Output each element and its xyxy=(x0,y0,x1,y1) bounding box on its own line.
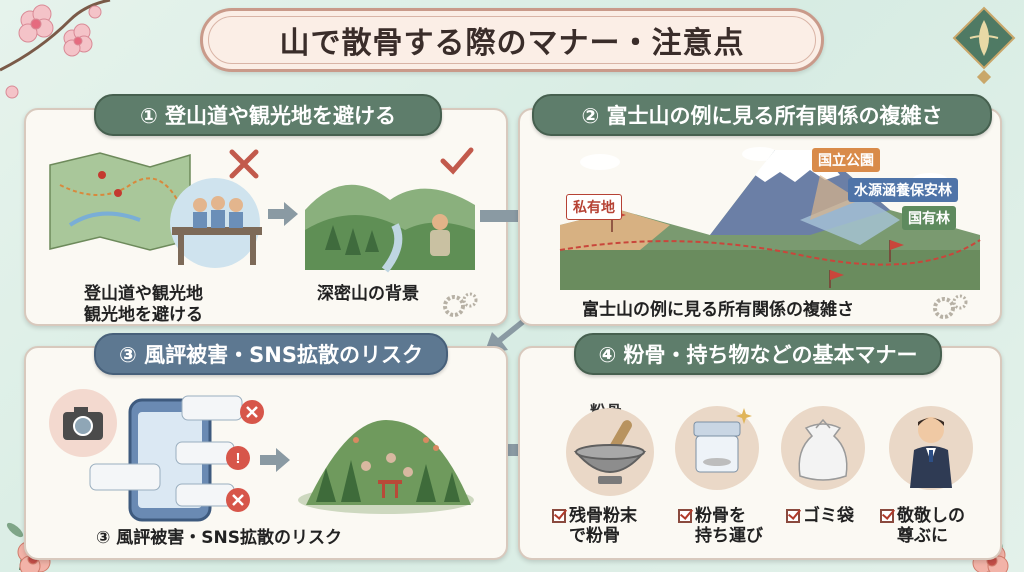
panel3-caption: ③ 風評被害・SNS拡散のリスク xyxy=(96,528,343,548)
checkbox-icon xyxy=(880,509,894,523)
svg-text:!: ! xyxy=(236,450,241,467)
checkbox-icon xyxy=(678,509,692,523)
camera-icon xyxy=(49,389,117,457)
panel1-caption-left: 登山道や観光地 観光地を避ける xyxy=(84,284,203,325)
panel2-header: ② 富士山の例に見る所有関係の複雑さ xyxy=(532,94,992,136)
cherry-blossom-decoration xyxy=(0,0,111,99)
tag-private-land: 私有地 xyxy=(566,194,622,220)
panel4-header: ④ 粉骨・持ち物などの基本マナー xyxy=(574,333,942,375)
trash-bag-icon xyxy=(781,406,865,490)
checkbox-icon xyxy=(786,509,800,523)
smartphone-sns-illustration: ! xyxy=(89,395,264,522)
gear-icon xyxy=(443,292,478,317)
logo-emblem-icon xyxy=(952,6,1016,85)
page-title: 山で散骨する際のマナー・注意点 xyxy=(279,26,745,61)
crowded-mountain-illustration xyxy=(298,420,474,514)
arrow-right-icon-2 xyxy=(260,448,290,472)
tag-water-forest: 水源涵養保安林 xyxy=(848,178,958,202)
bowing-person-icon xyxy=(889,406,973,490)
cross-mark-icon xyxy=(229,149,259,179)
panel2-caption: 富士山の例に見る所有関係の複雑さ xyxy=(582,300,854,320)
manner-item-1: 残骨粉末 で粉骨 xyxy=(552,506,637,546)
manner-item-3: ゴミ袋 xyxy=(786,506,854,526)
gear-icon-right xyxy=(933,294,968,319)
forest-hiker-illustration xyxy=(305,184,475,273)
manner-item-4: 敬敬しの 尊ぶに xyxy=(880,506,965,546)
arrow-right-icon xyxy=(268,202,298,226)
panel3-header: ③ 風評被害・SNS拡散のリスク xyxy=(94,333,448,375)
urn-container-icon xyxy=(675,406,759,490)
tag-national-park: 国立公園 xyxy=(812,148,880,172)
title-banner: 山で散骨する際のマナー・注意点 xyxy=(200,8,824,72)
mortar-pestle-icon xyxy=(566,408,654,496)
check-mark-icon xyxy=(440,147,474,175)
tag-national-forest: 国有林 xyxy=(902,206,956,230)
panel1-caption-right: 深密山の背景 xyxy=(317,284,419,304)
checkbox-icon xyxy=(552,509,566,523)
map-with-tourists-illustration xyxy=(49,152,262,268)
manner-item-2: 粉骨を 持ち運び xyxy=(678,506,763,546)
panel1-header: ① 登山道や観光地を避ける xyxy=(94,94,442,136)
